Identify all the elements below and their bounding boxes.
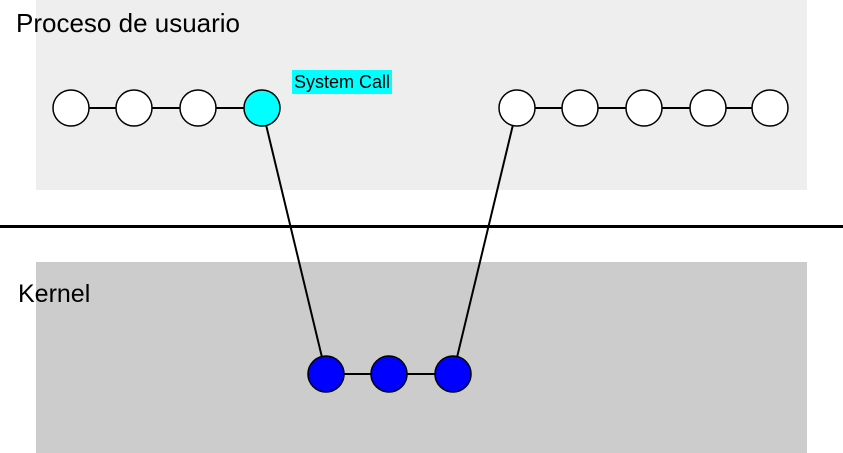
system-call-node — [243, 89, 281, 127]
user-node-3 — [179, 89, 217, 127]
kernel-node-3 — [434, 355, 472, 393]
user-nodes — [52, 89, 789, 127]
return-node-1 — [498, 89, 536, 127]
kernel-node-1 — [307, 355, 345, 393]
kernel-node-2 — [370, 355, 408, 393]
kernel-label: Kernel — [18, 280, 91, 308]
user-kernel-boundary — [0, 225, 843, 228]
return-node-4 — [689, 89, 727, 127]
edge-syscall-to-kernel — [261, 107, 327, 375]
user-process-region — [36, 0, 807, 190]
user-node-1 — [52, 89, 90, 127]
return-node-5 — [751, 89, 789, 127]
return-node-2 — [561, 89, 599, 127]
user-process-label: Proceso de usuario — [16, 8, 241, 38]
kernel-nodes — [307, 355, 472, 393]
kernel-region — [36, 262, 807, 453]
edge-kernel-to-user-return — [452, 107, 518, 375]
user-node-2 — [115, 89, 153, 127]
system-call-label: System Call — [292, 70, 393, 94]
connectors — [71, 107, 770, 375]
return-node-3 — [625, 89, 663, 127]
